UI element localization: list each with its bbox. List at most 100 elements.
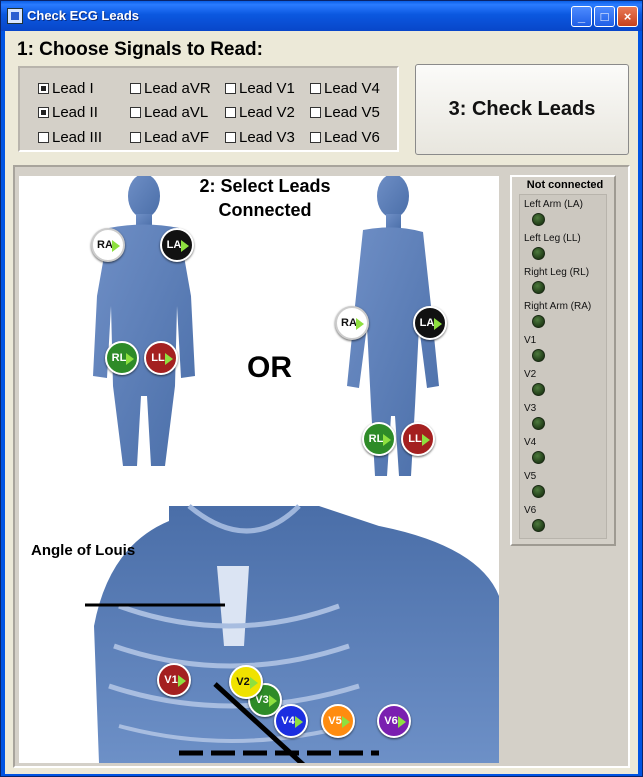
- electrode-label: RL: [111, 352, 127, 364]
- choose-signals-heading: 1: Choose Signals to Read:: [17, 39, 263, 60]
- check-leads-button[interactable]: 3: Check Leads: [415, 64, 629, 155]
- status-label-v6: V6: [524, 505, 537, 516]
- angle-of-louis-label: Angle of Louis: [31, 542, 136, 559]
- checkbox-box[interactable]: [38, 83, 49, 94]
- electrode-label: LL: [151, 352, 165, 364]
- electrode-label: V2: [236, 676, 250, 688]
- lead-v1-checkbox[interactable]: Lead V1: [225, 80, 295, 97]
- electrode-ll-side[interactable]: LL: [401, 422, 435, 456]
- client-area: 1: Choose Signals to Read: Lead I Lead I…: [5, 31, 638, 774]
- status-led-v6: [532, 519, 545, 532]
- lead-v4-checkbox[interactable]: Lead V4: [310, 80, 380, 97]
- status-led-ra: [532, 315, 545, 328]
- checkbox-label: Lead V1: [239, 80, 295, 97]
- checkbox-box[interactable]: [130, 132, 141, 143]
- checkbox-label: Lead III: [52, 129, 103, 146]
- electrode-v4[interactable]: V4: [274, 704, 308, 738]
- lead-selection-group: Lead I Lead II Lead III Lead aVR Lead aV…: [18, 66, 399, 152]
- checkbox-box[interactable]: [130, 107, 141, 118]
- status-led-rl: [532, 281, 545, 294]
- checkbox-box[interactable]: [310, 83, 321, 94]
- checkbox-box[interactable]: [225, 107, 236, 118]
- status-led-ll: [532, 247, 545, 260]
- lead-v5-checkbox[interactable]: Lead V5: [310, 104, 380, 121]
- app-icon: [7, 8, 23, 24]
- status-title: Not connected: [526, 179, 604, 191]
- checkbox-box[interactable]: [38, 132, 49, 143]
- electrode-v1[interactable]: V1: [157, 663, 191, 697]
- select-leads-heading: 2: Select Leads Connected: [199, 176, 331, 220]
- checkbox-label: Lead V5: [324, 104, 380, 121]
- electrode-ra-front[interactable]: RA: [91, 228, 125, 262]
- body-figures-illustration: [85, 176, 499, 763]
- lead-ii-checkbox[interactable]: Lead II: [38, 104, 98, 121]
- checkbox-label: Lead II: [52, 104, 98, 121]
- lead-i-checkbox[interactable]: Lead I: [38, 80, 94, 97]
- electrode-ra-side[interactable]: RA: [335, 306, 369, 340]
- close-button[interactable]: ×: [617, 6, 638, 27]
- electrode-v5[interactable]: V5: [321, 704, 355, 738]
- electrode-rl-side[interactable]: RL: [362, 422, 396, 456]
- status-label-v5: V5: [524, 471, 537, 482]
- status-label-v4: V4: [524, 437, 537, 448]
- electrode-label: LA: [166, 239, 182, 251]
- electrode-ll-front[interactable]: LL: [144, 341, 178, 375]
- status-led-v4: [532, 451, 545, 464]
- checkbox-label: Lead V3: [239, 129, 295, 146]
- checkbox-label: Lead V2: [239, 104, 295, 121]
- status-led-v3: [532, 417, 545, 430]
- checkbox-label: Lead aVL: [144, 104, 209, 121]
- front-body-silhouette: [93, 176, 195, 466]
- chest-lead-guide-lines: [179, 682, 379, 763]
- checkbox-label: Lead I: [52, 80, 94, 97]
- lead-avf-checkbox[interactable]: Lead aVF: [130, 129, 209, 146]
- electrode-v6[interactable]: V6: [377, 704, 411, 738]
- minimize-button[interactable]: _: [571, 6, 592, 27]
- checkbox-box[interactable]: [310, 132, 321, 143]
- lead-avr-checkbox[interactable]: Lead aVR: [130, 80, 211, 97]
- electrode-label: LL: [408, 433, 422, 445]
- checkbox-box[interactable]: [225, 132, 236, 143]
- maximize-button[interactable]: □: [594, 6, 615, 27]
- status-list: Left Arm (LA) Left Leg (LL) Right Leg (R…: [519, 194, 607, 539]
- status-led-v5: [532, 485, 545, 498]
- status-label-v1: V1: [524, 335, 537, 346]
- lead-v3-checkbox[interactable]: Lead V3: [225, 129, 295, 146]
- status-label-ll: Left Leg (LL): [524, 233, 581, 244]
- checkbox-box[interactable]: [38, 107, 49, 118]
- electrode-la-side[interactable]: LA: [413, 306, 447, 340]
- status-label-v3: V3: [524, 403, 537, 414]
- electrode-la-front[interactable]: LA: [160, 228, 194, 262]
- status-led-v2: [532, 383, 545, 396]
- lead-iii-checkbox[interactable]: Lead III: [38, 129, 102, 146]
- or-separator: OR: [247, 351, 292, 384]
- electrode-rl-front[interactable]: RL: [105, 341, 139, 375]
- electrode-label: V1: [164, 674, 178, 686]
- connection-status-panel: Not connected Left Arm (LA) Left Leg (LL…: [510, 175, 616, 546]
- checkbox-box[interactable]: [225, 83, 236, 94]
- status-label-rl: Right Leg (RL): [524, 267, 590, 278]
- electrode-v2[interactable]: V2: [229, 665, 263, 699]
- side-body-silhouette: [347, 176, 439, 476]
- lead-avl-checkbox[interactable]: Lead aVL: [130, 104, 208, 121]
- checkbox-label: Lead V4: [324, 80, 380, 97]
- electrode-label: RA: [341, 317, 357, 329]
- body-diagram: [19, 176, 499, 763]
- electrode-label: LA: [419, 317, 435, 329]
- electrode-label: RL: [368, 433, 384, 445]
- electrode-label: RA: [97, 239, 113, 251]
- status-label-la: Left Arm (LA): [524, 199, 583, 210]
- chest-illustration: [94, 504, 499, 763]
- status-label-v2: V2: [524, 369, 537, 380]
- status-led-v1: [532, 349, 545, 362]
- electrode-label: V6: [384, 715, 398, 727]
- checkbox-box[interactable]: [130, 83, 141, 94]
- status-led-la: [532, 213, 545, 226]
- checkbox-label: Lead aVF: [144, 129, 210, 146]
- status-label-ra: Right Arm (RA): [524, 301, 592, 312]
- checkbox-box[interactable]: [310, 107, 321, 118]
- lead-v6-checkbox[interactable]: Lead V6: [310, 129, 380, 146]
- lead-v2-checkbox[interactable]: Lead V2: [225, 104, 295, 121]
- title-bar[interactable]: Check ECG Leads _ □ ×: [1, 1, 642, 31]
